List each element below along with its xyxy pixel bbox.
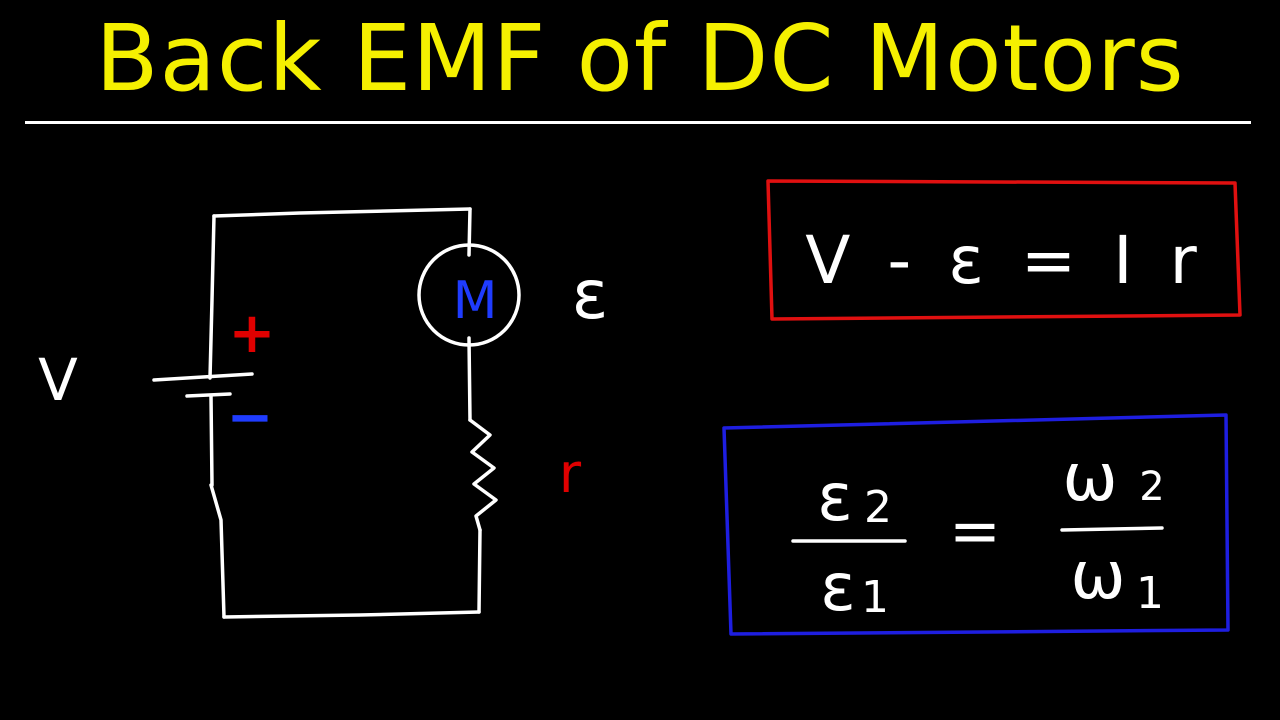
battery-short-plate — [185, 392, 232, 398]
top-equation-text: V - ε = I r — [805, 222, 1204, 299]
wire-right-upper — [467, 207, 472, 257]
left-numerator-subscript: 2 — [864, 482, 892, 533]
wire-left-lower — [209, 483, 226, 619]
bottom-equation-box — [722, 413, 1230, 636]
left-denominator: ε — [820, 549, 856, 626]
motor-label: M — [453, 271, 498, 331]
wire-bottom — [222, 610, 481, 619]
title-underline — [25, 121, 1251, 124]
back-emf-label: ε — [572, 256, 609, 335]
left-numerator: ε — [817, 459, 853, 536]
right-numerator-subscript: 2 — [1139, 464, 1164, 510]
wire-left-upper — [208, 214, 216, 380]
wire-right-middle — [467, 336, 472, 422]
right-fraction-bar — [1060, 526, 1164, 532]
page-title: Back EMF of DC Motors — [95, 5, 1185, 112]
right-denominator: ω — [1070, 537, 1125, 614]
wire-battery-stub — [209, 394, 214, 487]
bottom-equals-sign: = — [949, 494, 1001, 567]
battery-long-plate — [152, 372, 254, 382]
battery-minus-sign: − — [227, 385, 274, 450]
wire-right-lower — [477, 528, 482, 614]
motor-circle — [417, 243, 521, 347]
right-numerator: ω — [1062, 439, 1117, 516]
left-denominator-subscript: 1 — [861, 572, 889, 623]
resistor-zigzag — [468, 418, 498, 532]
source-voltage-label: V — [38, 346, 78, 414]
top-equation-box — [766, 179, 1242, 321]
wire-top — [212, 207, 472, 218]
internal-resistance-label: r — [559, 442, 582, 505]
battery-plus-sign: + — [229, 301, 276, 366]
circuit-wires — [152, 207, 498, 619]
right-denominator-subscript: 1 — [1136, 568, 1164, 619]
